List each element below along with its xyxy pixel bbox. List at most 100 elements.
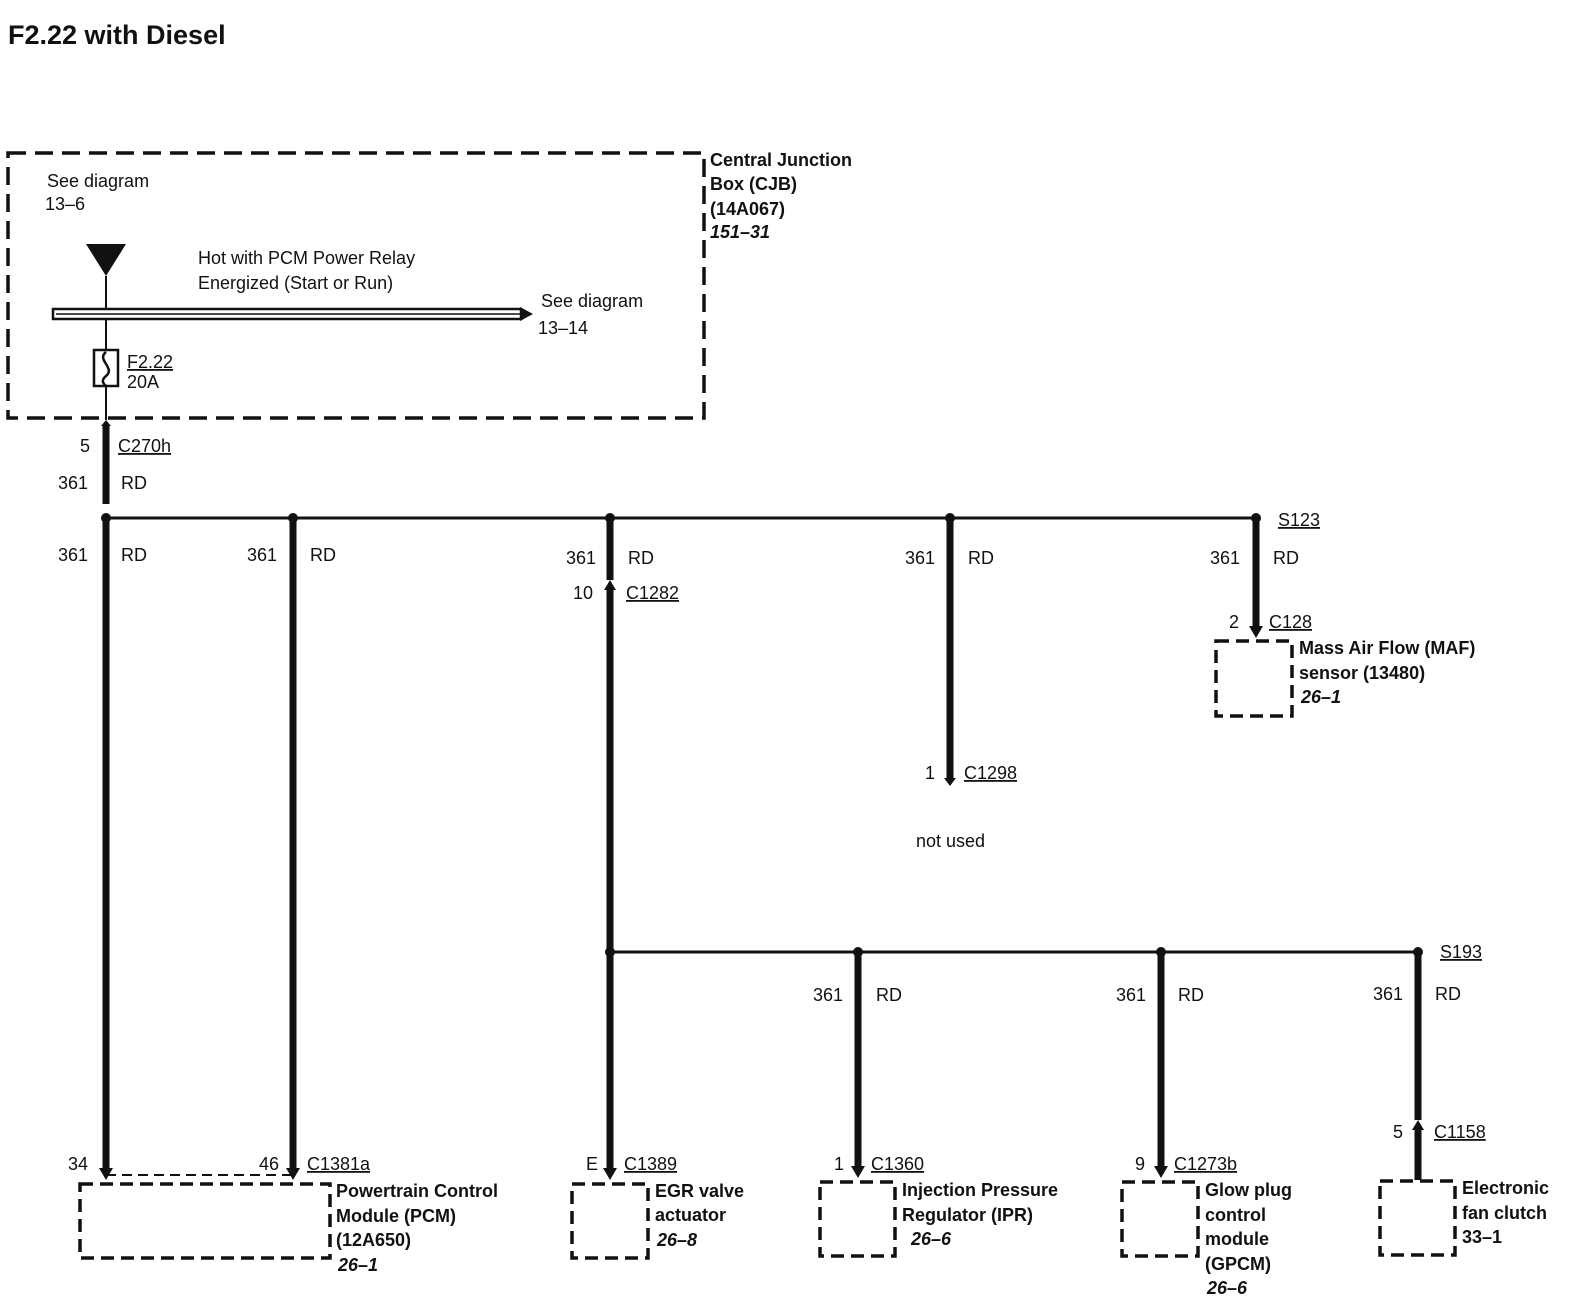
branch-unused: 361 RD 1 C1298 not used	[905, 521, 1017, 851]
branch-pcm-46: 361 RD	[247, 521, 336, 1180]
maf-sensor-box	[1214, 639, 1294, 718]
fuse-icon	[92, 348, 120, 388]
junction-dot	[1156, 947, 1166, 957]
connector-c1298: C1298	[964, 763, 1017, 783]
fan-page-ref: 33–1	[1462, 1227, 1502, 1247]
pcm-box	[78, 1182, 332, 1260]
pin-arrow-icon	[944, 778, 956, 786]
wire-color: RD	[121, 545, 147, 565]
pcm-name-line2: Module (PCM)	[336, 1206, 456, 1226]
not-used-note: not used	[916, 831, 985, 851]
pcm-page-ref: 26–1	[337, 1255, 378, 1275]
fuse-rating: 20A	[127, 372, 159, 392]
pin-arrow-icon	[1249, 626, 1263, 638]
wire-color: RD	[628, 548, 654, 568]
main-feed: 5 C270h 361 RD	[58, 420, 171, 504]
bus-see-diagram-label: See diagram	[541, 291, 643, 311]
ipr-regulator: 1 C1360 Injection Pressure Regulator (IP…	[818, 1154, 1058, 1258]
pin-number: 1	[925, 763, 935, 783]
gpcm-page-ref: 26–6	[1206, 1278, 1248, 1298]
hot-condition-line2: Energized (Start or Run)	[198, 273, 393, 293]
main-feed-circuit: 361	[58, 473, 88, 493]
connector-c128: C128	[1269, 612, 1312, 632]
wire-color: RD	[1435, 984, 1461, 1004]
gpcm-name-line4: (GPCM)	[1205, 1254, 1271, 1274]
gpcm-name-line1: Glow plug	[1205, 1180, 1292, 1200]
fan-name-line2: fan clutch	[1462, 1203, 1547, 1223]
gpcm-name-line3: module	[1205, 1229, 1269, 1249]
wire-color: RD	[1273, 548, 1299, 568]
cjb-name-line3: (14A067)	[710, 199, 785, 219]
main-feed-color: RD	[121, 473, 147, 493]
ipr-box	[818, 1180, 897, 1258]
pin-arrow-icon	[851, 1166, 865, 1178]
junction-dot	[1251, 513, 1261, 523]
fan-name-line1: Electronic	[1462, 1178, 1549, 1198]
junction-dot	[101, 513, 111, 523]
connector-c270h-mark	[101, 420, 111, 426]
branch-fan-clutch: 361 RD 5 C1158	[1373, 955, 1486, 1180]
egr-name-line1: EGR valve	[655, 1181, 744, 1201]
power-source-icon	[86, 244, 126, 276]
connector-c1381a: C1381a	[307, 1154, 371, 1174]
main-feed-pin: 5	[80, 436, 90, 456]
splice-s193-label: S193	[1440, 942, 1482, 962]
ipr-name-line2: Regulator (IPR)	[902, 1205, 1033, 1225]
circuit-number: 361	[905, 548, 935, 568]
connector-c1360: C1360	[871, 1154, 924, 1174]
pin-arrow-icon	[603, 1168, 617, 1180]
pcm-pin-46: 46	[259, 1154, 279, 1174]
connector-c1282: C1282	[626, 583, 679, 603]
egr-name-line2: actuator	[655, 1205, 726, 1225]
pin-arrow-icon	[1154, 1166, 1168, 1178]
gpcm-name-line2: control	[1205, 1205, 1266, 1225]
circuit-number: 361	[566, 548, 596, 568]
central-junction-box: See diagram 13–6 Hot with PCM Power Rela…	[6, 150, 852, 420]
egr-box	[570, 1182, 650, 1260]
connector-c1273b: C1273b	[1174, 1154, 1237, 1174]
circuit-number: 361	[1116, 985, 1146, 1005]
cjb-name-line1: Central Junction	[710, 150, 852, 170]
pin-number: 5	[1393, 1122, 1403, 1142]
branch-maf: 361 RD 2 C128 Mass Air Flow (MAF) sensor…	[1210, 521, 1475, 718]
cjb-outline	[6, 151, 706, 420]
wire-color: RD	[310, 545, 336, 565]
junction-dot	[605, 947, 615, 957]
cjb-page-ref: 151–31	[710, 222, 770, 242]
wire-color: RD	[1178, 985, 1204, 1005]
maf-name-line1: Mass Air Flow (MAF)	[1299, 638, 1475, 658]
circuit-number: 361	[247, 545, 277, 565]
bus-arrow-icon	[520, 307, 533, 321]
bus-see-diagram-ref: 13–14	[538, 318, 588, 338]
pcm-name-line3: (12A650)	[336, 1230, 411, 1250]
pcm-name-line1: Powertrain Control	[336, 1181, 498, 1201]
connector-c1282-mark	[604, 580, 616, 590]
wire-color: RD	[876, 985, 902, 1005]
ipr-page-ref: 26–6	[910, 1229, 952, 1249]
circuit-number: 361	[1210, 548, 1240, 568]
ipr-name-line1: Injection Pressure	[902, 1180, 1058, 1200]
pcm-pin-34: 34	[68, 1154, 88, 1174]
egr-page-ref: 26–8	[656, 1230, 697, 1250]
branch-egr-feed: 361 RD 10 C1282	[566, 521, 679, 1180]
junction-dot	[1413, 947, 1423, 957]
connector-c1389: C1389	[624, 1154, 677, 1174]
connector-c1158-mark	[1412, 1120, 1424, 1130]
cjb-name-line2: Box (CJB)	[710, 174, 797, 194]
connector-c1158: C1158	[1434, 1122, 1486, 1142]
circuit-number: 361	[813, 985, 843, 1005]
junction-dot	[605, 513, 615, 523]
gpcm-module: 9 C1273b Glow plug control module (GPCM)…	[1120, 1154, 1292, 1298]
junction-dot	[288, 513, 298, 523]
egr-valve-actuator: E C1389 EGR valve actuator 26–8	[570, 1154, 744, 1260]
maf-page-ref: 26–1	[1300, 687, 1341, 707]
gpcm-box	[1120, 1180, 1200, 1258]
pin-number: 2	[1229, 612, 1239, 632]
cjb-see-diagram-ref: 13–6	[45, 194, 85, 214]
splice-s123-bus: S123	[101, 510, 1320, 530]
egr-pin: E	[586, 1154, 598, 1174]
maf-name-line2: sensor (13480)	[1299, 663, 1425, 683]
pin-number: 10	[573, 583, 593, 603]
hot-condition-line1: Hot with PCM Power Relay	[198, 248, 415, 268]
pcm-module: 34 46 C1381a Powertrain Control Module (…	[68, 1154, 498, 1275]
